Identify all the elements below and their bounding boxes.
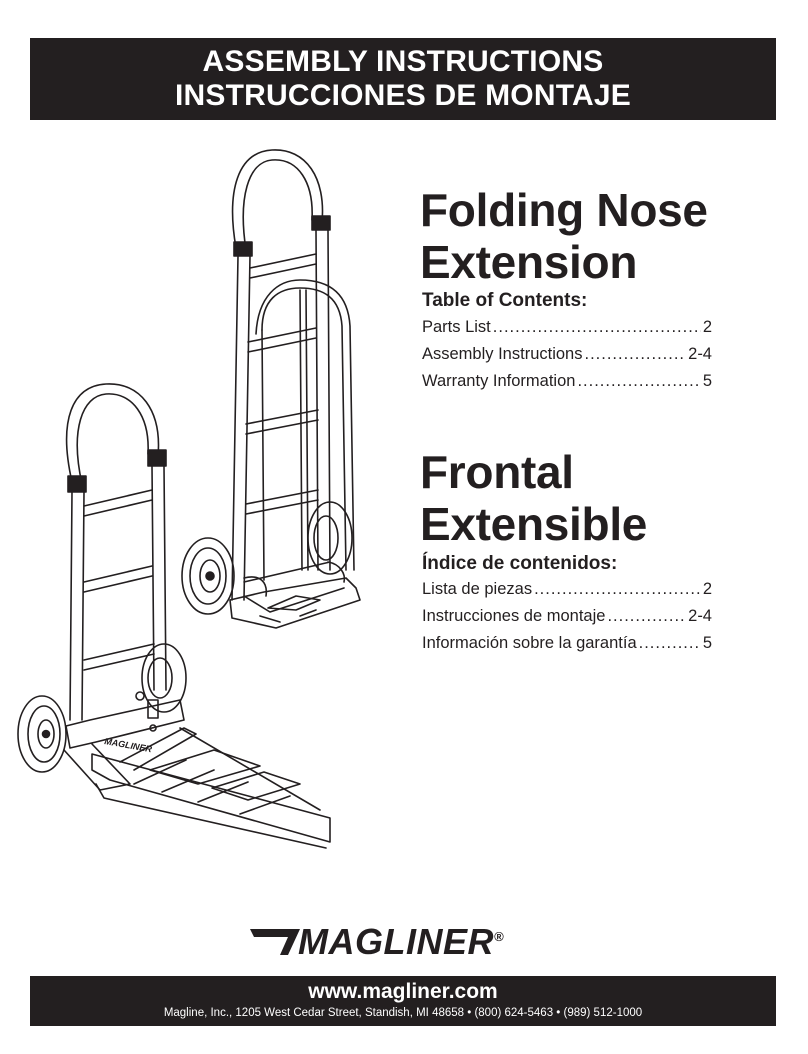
- toc-item-label: Parts List: [422, 318, 491, 336]
- toc-item-page: 2-4: [688, 345, 712, 363]
- header-banner: ASSEMBLY INSTRUCTIONS INSTRUCCIONES DE M…: [30, 38, 776, 120]
- registered-mark: ®: [494, 929, 505, 944]
- magliner-logo: MAGLINER®: [250, 921, 504, 963]
- logo-wordmark: MAGLINER®: [298, 921, 504, 963]
- toc-leader-dots: [584, 345, 686, 364]
- toc-leader-dots: [577, 372, 700, 391]
- toc-item-label: Instrucciones de montaje: [422, 607, 606, 625]
- toc-item-warranty-information: Warranty Information 5: [422, 372, 712, 399]
- toc-leader-dots: [607, 607, 686, 626]
- toc-leader-dots: [639, 634, 701, 653]
- toc-item-page: 5: [702, 372, 712, 390]
- toc-item-label: Warranty Information: [422, 372, 576, 390]
- footer-banner: www.magliner.com Magline, Inc., 1205 Wes…: [30, 976, 776, 1026]
- toc-item-informacion-garantia: Información sobre la garantía 5: [422, 634, 712, 661]
- toc-item-instrucciones-de-montaje: Instrucciones de montaje 2-4: [422, 607, 712, 634]
- magliner-chevron-icon: [250, 929, 300, 955]
- title-english-line1: Folding Nose: [420, 184, 708, 236]
- toc-item-lista-de-piezas: Lista de piezas 2: [422, 580, 712, 607]
- hand-truck-illustration: MAGLINER: [17, 149, 361, 849]
- toc-leader-dots: [534, 580, 701, 599]
- logo-brand-text: MAGLINER: [298, 921, 494, 962]
- toc-item-page: 5: [702, 634, 712, 652]
- title-english-line2: Extension: [420, 236, 638, 288]
- toc-item-label: Información sobre la garantía: [422, 634, 637, 652]
- header-title-spanish: INSTRUCCIONES DE MONTAJE: [175, 79, 631, 112]
- title-spanish-line2: Extensible: [420, 498, 648, 550]
- toc-list-spanish: Lista de piezas 2 Instrucciones de monta…: [422, 580, 712, 661]
- toc-leader-dots: [493, 318, 701, 337]
- upright-hand-truck: [181, 149, 361, 629]
- product-title-english: Folding Nose Extension: [420, 184, 708, 288]
- header-title-english: ASSEMBLY INSTRUCTIONS: [202, 45, 604, 78]
- toc-item-label: Assembly Instructions: [422, 345, 583, 363]
- product-title-spanish: Frontal Extensible: [420, 446, 647, 550]
- toc-item-assembly-instructions: Assembly Instructions 2-4: [422, 345, 712, 372]
- toc-item-parts-list: Parts List 2: [422, 318, 712, 345]
- toc-heading-spanish: Índice de contenidos:: [422, 553, 618, 574]
- toc-item-label: Lista de piezas: [422, 580, 533, 598]
- toc-item-page: 2-4: [688, 607, 712, 625]
- toc-list-english: Parts List 2 Assembly Instructions 2-4 W…: [422, 318, 712, 399]
- nose-plate-brand-text: MAGLINER: [104, 736, 153, 754]
- extended-nose-hand-truck: MAGLINER: [17, 383, 331, 849]
- toc-item-page: 2: [702, 580, 712, 598]
- website-url[interactable]: www.magliner.com: [308, 980, 498, 1003]
- toc-item-page: 2: [702, 318, 712, 336]
- toc-heading-english: Table of Contents:: [422, 290, 588, 311]
- title-spanish-line1: Frontal: [420, 446, 574, 498]
- company-address: Magline, Inc., 1205 West Cedar Street, S…: [163, 1007, 643, 1019]
